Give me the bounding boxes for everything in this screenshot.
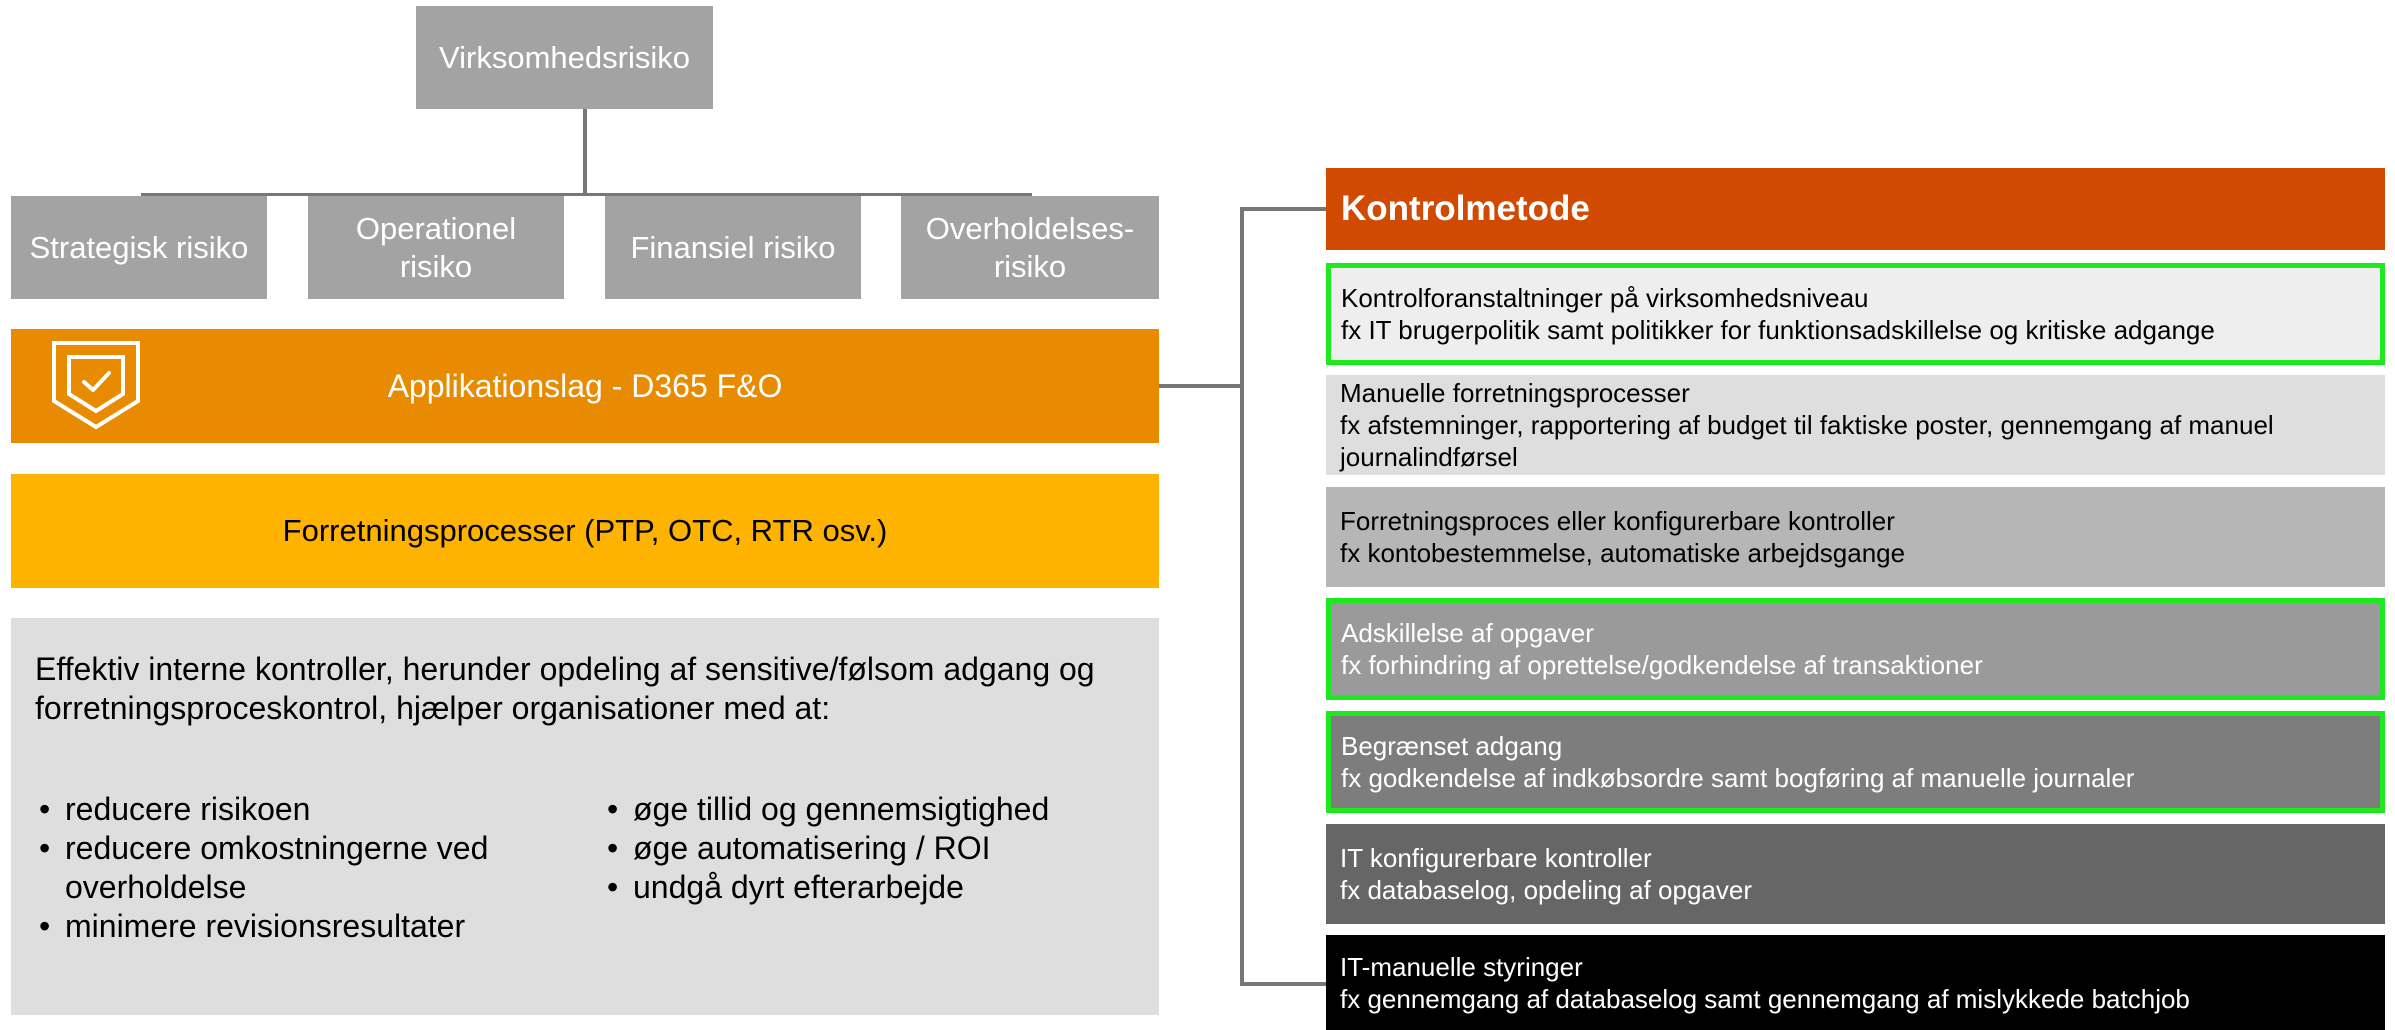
list-item: undgå dyrt efterarbejde (603, 868, 1103, 907)
business-risk-label: Virksomhedsrisiko (439, 39, 690, 75)
list-item: reducere risikoen (35, 790, 515, 829)
business-process-layer: Forretningsprocesser (PTP, OTC, RTR osv.… (11, 474, 1159, 588)
control-item-it-manual: IT-manuelle styringer fx gennemgang af d… (1326, 935, 2385, 1030)
benefits-list-left: reducere risikoen reducere omkostningern… (35, 790, 515, 946)
risk-node-compliance: Overholdelses-risiko (901, 196, 1159, 299)
bracket-vertical (1240, 207, 1244, 986)
connector-app-to-bracket (1159, 384, 1241, 388)
control-item-title: IT konfigurerbare kontroller (1340, 843, 1652, 873)
list-item: øge automatisering / ROI (603, 829, 1103, 868)
control-item-title: Kontrolforanstaltninger på virksomhedsni… (1341, 283, 1869, 313)
bracket-bottom (1240, 982, 1326, 986)
list-item: reducere omkostningerne ved overholdelse (35, 829, 515, 907)
risk-label-strategic: Strategisk risiko (29, 229, 249, 265)
risk-label-operational: Operationel risiko (355, 210, 517, 284)
internal-controls-info-box: Effektiv interne kontroller, herunder op… (11, 618, 1159, 1015)
control-item-title: Forretningsproces eller konfigurerbare k… (1340, 506, 1895, 536)
control-item-title: Adskillelse af opgaver (1341, 618, 1594, 648)
shield-check-icon (52, 341, 140, 430)
list-item: øge tillid og gennemsigtighed (603, 790, 1103, 829)
business-process-label: Forretningsprocesser (PTP, OTC, RTR osv.… (282, 513, 888, 548)
control-item-title: Begrænset adgang (1341, 731, 1563, 761)
control-item-segregation-of-duties: Adskillelse af opgaver fx forhindring af… (1326, 598, 2385, 700)
control-item-entity-level: Kontrolforanstaltninger på virksomhedsni… (1326, 263, 2385, 365)
control-item-description: fx IT brugerpolitik samt politikker for … (1341, 315, 2215, 345)
business-risk-node: Virksomhedsrisiko (416, 6, 713, 109)
application-layer-label: Applikationslag - D365 F&O (387, 367, 783, 404)
control-item-description: fx databaselog, opdeling af opgaver (1340, 875, 1752, 905)
application-layer: Applikationslag - D365 F&O (11, 329, 1159, 443)
benefits-list-right: øge tillid og gennemsigtighed øge automa… (603, 790, 1103, 907)
connector-horizontal (141, 193, 1032, 196)
control-method-header: Kontrolmetode (1326, 168, 2385, 250)
control-item-description: fx afstemninger, rapportering af budget … (1340, 410, 2274, 472)
control-item-manual-business-processes: Manuelle forretningsprocesser fx afstemn… (1326, 375, 2385, 475)
control-item-it-configurable: IT konfigurerbare kontroller fx database… (1326, 824, 2385, 924)
control-item-configurable-controls: Forretningsproces eller konfigurerbare k… (1326, 487, 2385, 587)
control-item-description: fx gennemgang af databaselog samt gennem… (1340, 983, 2190, 1014)
bracket-top (1240, 207, 1326, 211)
control-item-description: fx forhindring af oprettelse/godkendelse… (1341, 650, 1983, 680)
info-intro-text: Effektiv interne kontroller, herunder op… (35, 651, 1095, 726)
control-item-description: fx godkendelse af indkøbsordre samt bogf… (1341, 763, 2135, 793)
control-item-title: Manuelle forretningsprocesser (1340, 378, 1690, 408)
risk-node-financial: Finansiel risiko (605, 196, 861, 299)
control-item-description: fx kontobestemmelse, automatiske arbejds… (1340, 538, 1906, 568)
control-method-title: Kontrolmetode (1341, 189, 1590, 228)
control-item-title: IT-manuelle styringer (1340, 951, 1583, 982)
control-item-restricted-access: Begrænset adgang fx godkendelse af indkø… (1326, 711, 2385, 813)
risk-node-strategic: Strategisk risiko (11, 196, 267, 299)
risk-label-compliance: Overholdelses-risiko (925, 210, 1135, 284)
risk-node-operational: Operationel risiko (308, 196, 564, 299)
connector-top-vertical (583, 109, 587, 195)
list-item: minimere revisionsresultater (35, 907, 515, 946)
risk-label-financial: Finansiel risiko (630, 229, 836, 265)
